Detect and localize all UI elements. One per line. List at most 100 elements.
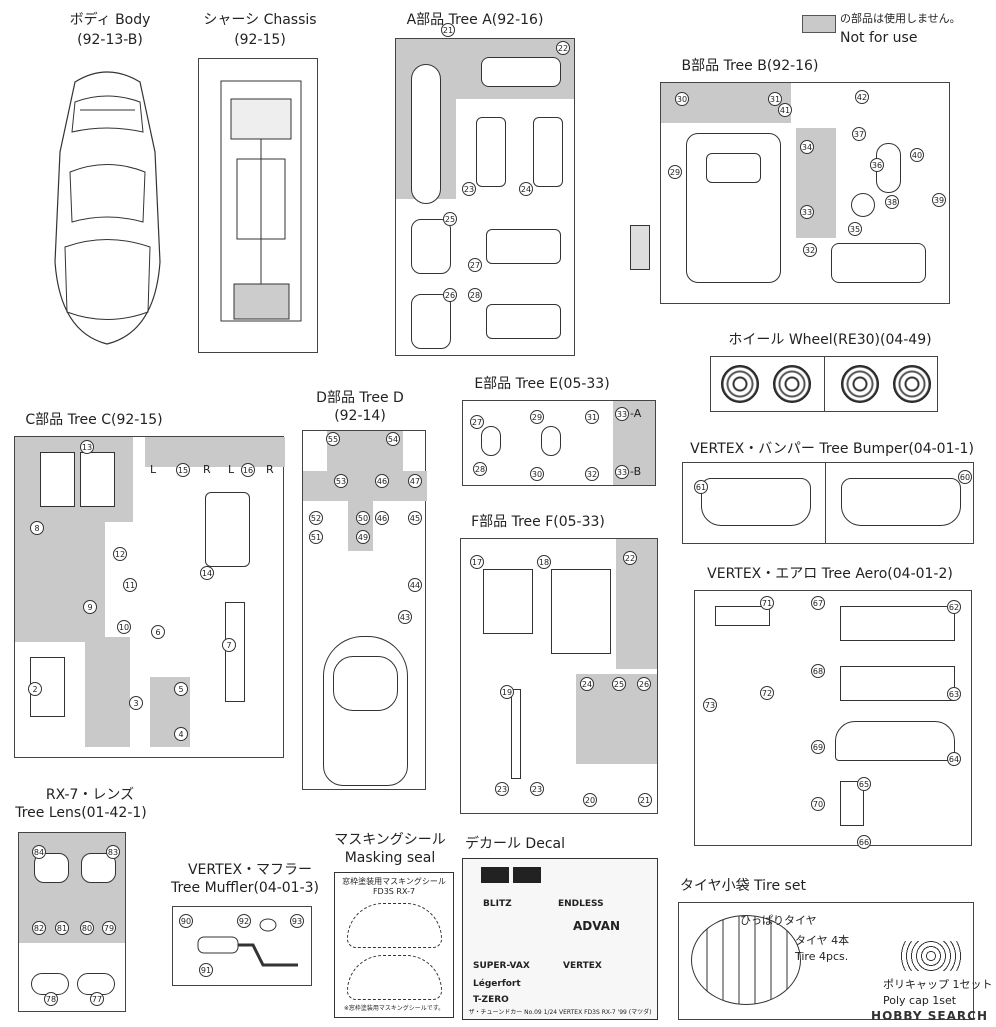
decal-sheet: BLITZ ENDLESS ADVAN SUPER-VAX VERTEX Lég… bbox=[462, 858, 658, 1020]
tree-f-title: F部品 Tree F(05-33) bbox=[471, 514, 605, 530]
masking-title-2: Masking seal bbox=[344, 850, 436, 866]
part-num: 78 bbox=[44, 992, 58, 1006]
part-num: 65 bbox=[857, 777, 871, 791]
part-num: 3 bbox=[129, 696, 143, 710]
masking-sheet: 窓枠塗装用マスキングシール FD3S RX-7 ※窓枠塗装用マスキングシールです… bbox=[334, 872, 454, 1018]
tree-e-title: E部品 Tree E(05-33) bbox=[474, 376, 610, 392]
part-num: 66 bbox=[857, 835, 871, 849]
part-num: 46 bbox=[375, 511, 389, 525]
part-num: 44 bbox=[408, 578, 422, 592]
tire-en-label: Tire 4pcs. bbox=[795, 950, 849, 963]
part-num: 21 bbox=[441, 23, 455, 37]
part-num: 29 bbox=[668, 165, 682, 179]
part-num: 25 bbox=[612, 677, 626, 691]
bumper-frame bbox=[682, 462, 974, 544]
part-num: 51 bbox=[309, 530, 323, 544]
part-num: 29 bbox=[530, 410, 544, 424]
part-num: 12 bbox=[113, 547, 127, 561]
polycap-jp-label: ポリキャップ 1セット bbox=[883, 978, 993, 991]
part-num: 63 bbox=[947, 687, 961, 701]
part-num: 16 bbox=[241, 463, 255, 477]
part-num: 24 bbox=[519, 182, 533, 196]
part-num: 79 bbox=[102, 921, 116, 935]
part-num: 23 bbox=[462, 182, 476, 196]
lr-label: L bbox=[150, 463, 157, 476]
tire-jp-label: タイヤ 4本 bbox=[795, 934, 850, 947]
tireset-bag bbox=[678, 902, 974, 1020]
part-num: 33 bbox=[615, 407, 629, 421]
part-num: 26 bbox=[637, 677, 651, 691]
part-num: 27 bbox=[468, 258, 482, 272]
e-suffix-b: -B bbox=[630, 465, 642, 478]
body-drawing bbox=[45, 62, 170, 347]
lens-title-2: Tree Lens(01-42-1) bbox=[15, 805, 147, 821]
body-title: ボディ Body bbox=[69, 12, 151, 28]
part-num: 2 bbox=[28, 682, 42, 696]
part-num: 23 bbox=[530, 782, 544, 796]
part-num: 55 bbox=[326, 432, 340, 446]
tree-f-frame bbox=[460, 538, 658, 814]
part-num: 73 bbox=[703, 698, 717, 712]
aero-frame bbox=[694, 590, 972, 846]
part-num: 49 bbox=[356, 530, 370, 544]
part-num: 61 bbox=[694, 480, 708, 494]
part-num: 72 bbox=[760, 686, 774, 700]
tree-b-title: B部品 Tree B(92-16) bbox=[681, 58, 819, 74]
part-num: 23 bbox=[495, 782, 509, 796]
part-num: 24 bbox=[580, 677, 594, 691]
part-num: 54 bbox=[386, 432, 400, 446]
part-num: 71 bbox=[760, 596, 774, 610]
part-num: 93 bbox=[290, 914, 304, 928]
part-num: 6 bbox=[151, 625, 165, 639]
stretch-tire-label: ひっぱりタイヤ bbox=[740, 914, 817, 927]
wheel-frame bbox=[710, 356, 938, 412]
part-num: 15 bbox=[176, 463, 190, 477]
legend-en: Not for use bbox=[840, 30, 918, 46]
part-num: 69 bbox=[811, 740, 825, 754]
tree-d-title: D部品 Tree D bbox=[316, 390, 404, 406]
wheel-title: ホイール Wheel(RE30)(04-49) bbox=[728, 332, 932, 348]
tree-a-frame bbox=[395, 38, 575, 356]
part-num: 22 bbox=[556, 41, 570, 55]
part-num: 18 bbox=[537, 555, 551, 569]
part-num: 91 bbox=[199, 963, 213, 977]
part-num: 35 bbox=[848, 222, 862, 236]
part-num: 31 bbox=[768, 92, 782, 106]
part-num: 33 bbox=[615, 465, 629, 479]
part-num: 64 bbox=[947, 752, 961, 766]
part-num: 19 bbox=[500, 685, 514, 699]
part-num: 4 bbox=[174, 727, 188, 741]
part-num: 50 bbox=[356, 511, 370, 525]
part-num: 10 bbox=[117, 620, 131, 634]
part-num: 52 bbox=[309, 511, 323, 525]
watermark: HOBBY SEARCH bbox=[871, 1009, 988, 1023]
body-code: (92-13-B) bbox=[77, 32, 143, 48]
part-num: 38 bbox=[885, 195, 899, 209]
part-num: 80 bbox=[80, 921, 94, 935]
part-num: 14 bbox=[200, 566, 214, 580]
lr-label: L bbox=[228, 463, 235, 476]
chassis-title: シャーシ Chassis bbox=[203, 12, 317, 28]
part-num: 60 bbox=[958, 470, 972, 484]
part-num: 17 bbox=[470, 555, 484, 569]
part-num: 92 bbox=[237, 914, 251, 928]
bumper-title: VERTEX・バンパー Tree Bumper(04-01-1) bbox=[690, 441, 974, 457]
part-num: 31 bbox=[585, 410, 599, 424]
lr-label: R bbox=[266, 463, 274, 476]
part-num: 67 bbox=[811, 596, 825, 610]
tree-c-frame bbox=[14, 436, 285, 758]
part-num: 37 bbox=[852, 127, 866, 141]
part-num: 30 bbox=[530, 467, 544, 481]
masking-title-1: マスキングシール bbox=[334, 832, 446, 848]
part-num: 68 bbox=[811, 664, 825, 678]
muffler-title-1: VERTEX・マフラー bbox=[187, 862, 313, 878]
part-num: 33 bbox=[800, 205, 814, 219]
part-num: 43 bbox=[398, 610, 412, 624]
muffler-title-2: Tree Muffler(04-01-3) bbox=[170, 880, 320, 896]
part-num: 47 bbox=[408, 474, 422, 488]
chassis-frame bbox=[198, 58, 318, 353]
tree-b-frame bbox=[660, 82, 950, 304]
tireset-title: タイヤ小袋 Tire set bbox=[680, 878, 806, 894]
part-num: 9 bbox=[83, 600, 97, 614]
part-num: 46 bbox=[375, 474, 389, 488]
